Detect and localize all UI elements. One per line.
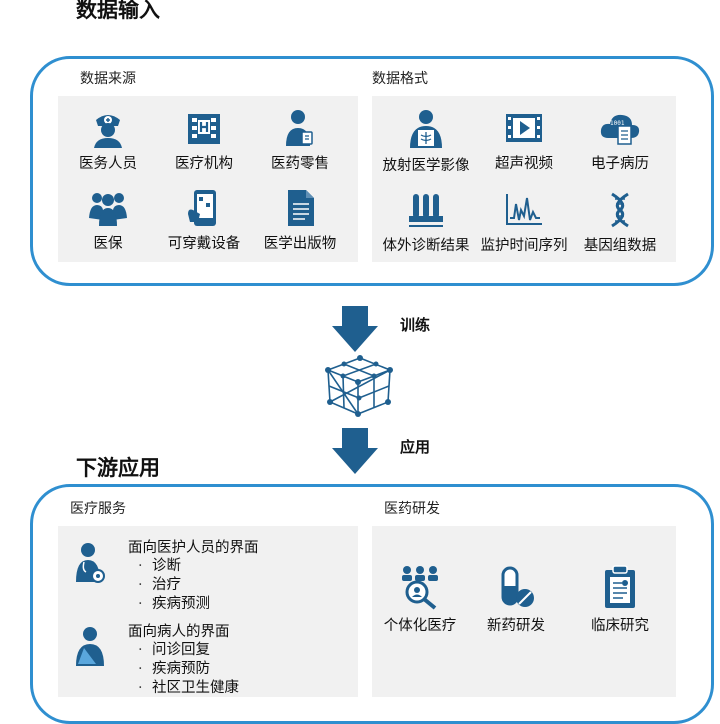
format-label-ivd: 体外诊断结果 bbox=[382, 238, 470, 254]
service-heading-staff: 面向医护人员的界面 bbox=[128, 540, 259, 556]
format-item-ivd: 体外诊断结果 bbox=[366, 190, 486, 255]
research-item-drug: 新药研发 bbox=[456, 564, 576, 635]
doctor-icon bbox=[76, 543, 105, 583]
source-item-publication: 医学出版物 bbox=[240, 188, 360, 253]
service-heading-patient: 面向病人的界面 bbox=[128, 624, 230, 640]
source-item-wearable: 可穿戴设备 bbox=[144, 188, 264, 253]
cube-network-icon bbox=[325, 355, 393, 417]
input-title: 数据输入 bbox=[76, 0, 160, 22]
wearable-device-icon bbox=[188, 190, 216, 226]
research-label-clinical: 临床研究 bbox=[591, 618, 649, 634]
input-frame bbox=[30, 56, 714, 286]
train-label: 训练 bbox=[400, 316, 431, 334]
waveform-icon bbox=[506, 194, 542, 225]
service-group-staff: 面向医护人员的界面 诊断 治疗 疾病预测 bbox=[128, 536, 259, 614]
document-icon bbox=[288, 190, 314, 226]
research-item-clinical: 临床研究 bbox=[560, 564, 680, 635]
radiology-icon bbox=[410, 110, 442, 148]
sources-label: 数据来源 bbox=[80, 71, 136, 87]
format-label-emr: 电子病历 bbox=[591, 156, 649, 172]
service-group-patient: 面向病人的界面 问诊回复 疾病预防 社区卫生健康 bbox=[128, 620, 239, 698]
nurse-icon bbox=[94, 115, 122, 148]
source-label-nurse: 医务人员 bbox=[79, 156, 137, 172]
format-item-radiology: 放射医学影像 bbox=[366, 108, 486, 175]
apply-arrow-icon bbox=[332, 428, 378, 474]
research-item-personalized: 个体化医疗 bbox=[360, 564, 480, 635]
source-label-pharmacist: 医药零售 bbox=[271, 156, 329, 172]
list-item: 疾病预防 bbox=[138, 660, 239, 679]
source-label-insurance: 医保 bbox=[93, 236, 123, 252]
list-item: 社区卫生健康 bbox=[138, 679, 239, 698]
dna-icon bbox=[611, 192, 629, 228]
format-item-video: 超声视频 bbox=[464, 108, 584, 173]
group-icon bbox=[89, 193, 127, 226]
source-item-nurse: 医务人员 bbox=[48, 108, 168, 173]
source-item-hospital: 医疗机构 bbox=[144, 108, 264, 173]
formats-label: 数据格式 bbox=[372, 71, 428, 87]
source-item-insurance: 医保 bbox=[48, 188, 168, 253]
research-label-personalized: 个体化医疗 bbox=[383, 618, 457, 634]
format-item-emr: 1001 电子病历 bbox=[560, 108, 680, 173]
source-label-publication: 医学出版物 bbox=[263, 236, 337, 252]
services-label: 医疗服务 bbox=[70, 501, 126, 517]
cloud-record-icon: 1001 bbox=[600, 114, 640, 145]
format-item-monitor: 监护时间序列 bbox=[464, 190, 584, 255]
research-label: 医药研发 bbox=[384, 501, 440, 517]
patient-icon bbox=[76, 627, 104, 666]
list-item: 问诊回复 bbox=[138, 641, 239, 660]
video-icon bbox=[506, 114, 542, 142]
apply-label: 应用 bbox=[400, 438, 431, 456]
source-item-pharmacist: 医药零售 bbox=[240, 108, 360, 173]
list-item: 治疗 bbox=[138, 576, 259, 595]
source-label-wearable: 可穿戴设备 bbox=[167, 236, 241, 252]
source-label-hospital: 医疗机构 bbox=[175, 156, 233, 172]
format-label-radiology: 放射医学影像 bbox=[382, 158, 470, 174]
personalized-icon bbox=[402, 566, 438, 610]
pharmacist-icon bbox=[286, 110, 313, 146]
research-panel bbox=[372, 526, 676, 697]
test-tube-icon bbox=[409, 194, 443, 227]
format-item-genome: 基因组数据 bbox=[560, 190, 680, 255]
svg-text:1001: 1001 bbox=[610, 120, 625, 127]
research-label-drug: 新药研发 bbox=[487, 618, 545, 634]
list-item: 诊断 bbox=[138, 557, 259, 576]
train-arrow-icon bbox=[332, 306, 378, 352]
format-label-genome: 基因组数据 bbox=[583, 238, 657, 254]
pill-icon bbox=[501, 566, 534, 607]
downstream-title: 下游应用 bbox=[76, 456, 160, 480]
hospital-icon bbox=[188, 114, 220, 144]
format-label-monitor: 监护时间序列 bbox=[480, 238, 568, 254]
list-item: 疾病预测 bbox=[138, 595, 259, 614]
format-label-video: 超声视频 bbox=[495, 156, 553, 172]
clipboard-icon bbox=[605, 565, 635, 608]
